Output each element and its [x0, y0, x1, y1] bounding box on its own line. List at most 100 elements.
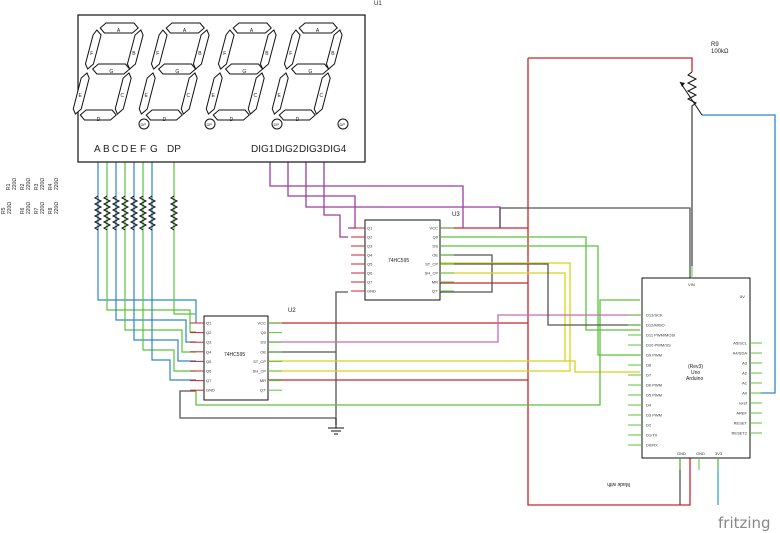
segment-letter: E: [144, 93, 148, 99]
pin-label: Q6: [367, 271, 373, 276]
wire-gnd-green: [195, 299, 640, 406]
segment-g: [290, 63, 330, 75]
dig-label-1: DIG1: [251, 144, 275, 155]
u2-part: 74HC595: [224, 352, 245, 358]
seg-label-e: E: [130, 144, 137, 155]
segment-a: [99, 22, 139, 34]
segment-c: [247, 72, 265, 115]
pot-ref: R9: [711, 42, 719, 48]
wires: [179, 57, 776, 506]
segment-letter: C: [120, 93, 124, 99]
arduino-title-1: (Rev3): [688, 364, 703, 370]
segment-letter: C: [186, 93, 190, 99]
r3-ref: R3: [34, 183, 40, 190]
pin-label: 3V3: [715, 451, 723, 456]
segment-letter: A: [183, 28, 187, 34]
segment-letter: E: [78, 93, 82, 99]
wire-dig4: [323, 160, 348, 238]
segment-a: [165, 22, 205, 34]
wire-u2-oe: [268, 314, 640, 343]
pin-label: VCC: [258, 321, 267, 326]
pin-label: D11 PWM/MOSI: [646, 333, 675, 338]
pin-label: Q1: [206, 321, 212, 326]
wire-data: [440, 245, 640, 356]
pin-label: OE: [260, 349, 266, 354]
pin-label: OE: [432, 253, 438, 258]
pin-label: Q4: [206, 349, 212, 354]
resistor-labels: R1 220Ω R2 220Ω R3 220Ω R4 220Ω R5 220Ω …: [1, 178, 60, 214]
segment-f: [84, 29, 102, 70]
pin-label: Q5: [206, 359, 212, 364]
segment-pin-labels: A B C D E F G DP: [94, 144, 181, 155]
pin-label: MR: [260, 378, 266, 383]
segment-e: [138, 72, 156, 115]
r6-val: 220Ω: [26, 202, 32, 214]
pin-label: D5 PWM: [646, 393, 662, 398]
wire-gnd-u3: [335, 291, 348, 425]
r1-ref: R1: [6, 183, 12, 190]
pin-label: Q6: [206, 369, 212, 374]
r6-ref: R6: [20, 207, 26, 214]
segment-letter: G: [242, 69, 246, 75]
pin-label: Q0: [261, 330, 267, 335]
pin-label: AREF: [736, 411, 747, 416]
pin-label: Q4: [367, 253, 373, 258]
pin-label: A3: [742, 361, 748, 366]
dig-label-3: DIG3: [299, 144, 323, 155]
r5-ref: R5: [1, 207, 7, 214]
made-with-mirrored: Made with: [607, 481, 630, 487]
segment-letter: E: [277, 93, 281, 99]
segment-g: [224, 63, 264, 75]
segment-letter: G: [109, 69, 113, 75]
resistor-5: [129, 195, 139, 231]
pot-arrowhead: [680, 82, 685, 87]
wire-data2: [440, 236, 640, 331]
pin-label: Q0: [433, 235, 439, 240]
segment-letter: B: [265, 51, 269, 57]
pin-label: SH_CP: [253, 369, 267, 374]
r4-val: 220Ω: [54, 178, 60, 190]
seg-label-b: B: [103, 144, 110, 155]
segment-letter: E: [211, 93, 215, 99]
pin-label: D12/MISO: [646, 323, 665, 328]
r2-ref: R2: [20, 183, 26, 190]
segment-g: [91, 63, 131, 75]
segment-g: [157, 63, 197, 75]
wire-u3-oe: [440, 263, 640, 326]
wire-ser: [499, 207, 691, 280]
r7-ref: R7: [34, 207, 40, 214]
pin-label: A1: [742, 381, 748, 386]
segment-letter: D: [163, 117, 167, 123]
dp-letter: DP: [340, 122, 346, 127]
arduino-body: [641, 277, 751, 459]
pin-label: Q7: [206, 378, 212, 383]
dp-letter: DP: [207, 122, 213, 127]
u3-part: 74HC595: [388, 258, 409, 264]
wire-dig3: [305, 160, 501, 228]
pin-label: Q3: [367, 244, 373, 249]
segment-letter: D: [97, 117, 101, 123]
wire-5v-top: [528, 57, 693, 72]
pin-label: D7: [646, 373, 652, 378]
wire-pot-wiper: [702, 114, 776, 394]
r5-val: 220Ω: [7, 202, 13, 214]
wire-dig1: [269, 160, 464, 228]
resistor-4: [120, 195, 130, 231]
r7-val: 220Ω: [40, 202, 46, 214]
pin-label: ST_CP: [425, 262, 438, 267]
wire-seg-f: [142, 160, 196, 372]
resistor-6: [138, 195, 148, 231]
seg-label-c: C: [112, 144, 119, 155]
display-ref: U1: [374, 1, 382, 7]
pin-label: DS: [432, 244, 438, 249]
wire-seg-c: [115, 160, 196, 343]
pin-label: A4/SDA: [733, 351, 748, 356]
resistor-8: [169, 195, 179, 231]
pin-label: Q3: [206, 340, 212, 345]
segment-letter: G: [175, 69, 179, 75]
